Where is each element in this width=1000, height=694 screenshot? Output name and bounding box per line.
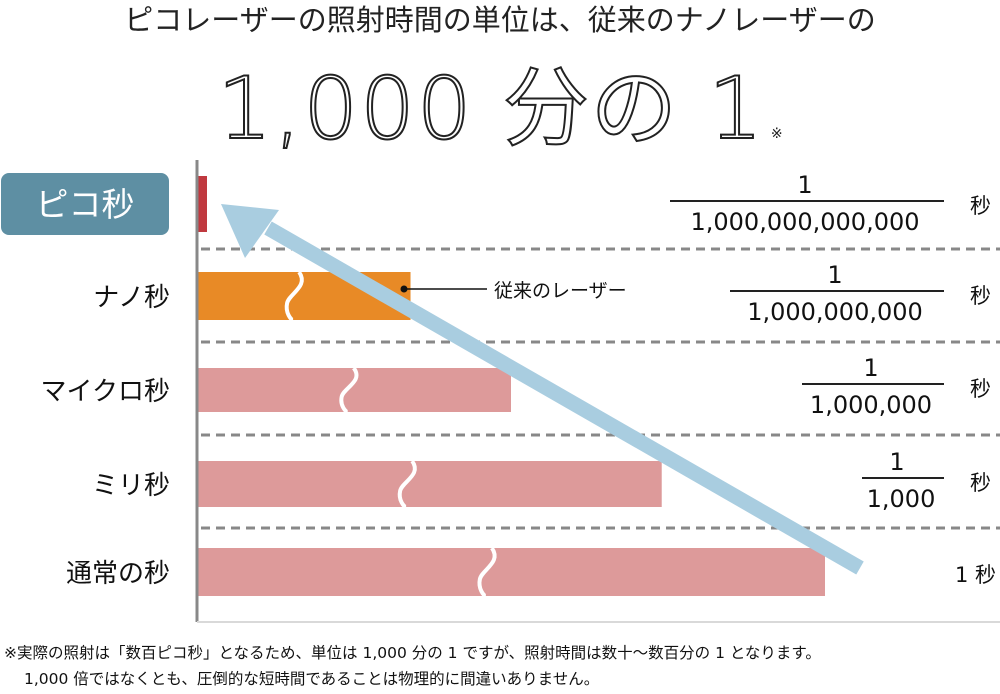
highlight-label-box [1, 173, 169, 235]
arrow-shaft [264, 221, 864, 575]
axis-break-mark [339, 366, 359, 414]
fraction-numerator-1: 1 [797, 171, 812, 199]
axis-break-mark [284, 270, 304, 322]
category-label-1: ピコ秒 [36, 185, 135, 224]
unit-label-1: 秒 [970, 194, 991, 218]
unit-label-3: 秒 [970, 377, 991, 401]
fraction-denominator-3: 1,000,000 [810, 391, 932, 419]
axis-break-mark [397, 459, 417, 509]
fraction-numerator-2: 1 [827, 261, 842, 289]
annotation-label: 従来のレーザー [494, 280, 627, 302]
unit-label-5: 1 秒 [955, 563, 996, 587]
big-ratio-text: 1,000 分の 1 ※ [0, 38, 1000, 163]
footnote: ※実際の照射は「数百ピコ秒」となるため、単位は 1,000 分の 1 ですが、照… [4, 640, 821, 692]
fraction-numerator-4: 1 [889, 448, 904, 476]
category-label-3: マイクロ秒 [41, 377, 170, 407]
fraction-denominator-1: 1,000,000,000,000 [690, 208, 919, 236]
category-label-4: ミリ秒 [92, 471, 170, 501]
footnote-line-2: 1,000 倍ではなくとも、圧倒的な短時間であることは物理的に間違いありません。 [24, 670, 600, 688]
ratio-value: 1,000 分の 1 [216, 58, 765, 160]
bar-1 [197, 176, 207, 232]
category-label-2: ナノ秒 [93, 283, 170, 313]
footnote-line-1: ※実際の照射は「数百ピコ秒」となるため、単位は 1,000 分の 1 ですが、照… [4, 644, 821, 662]
fraction-denominator-4: 1,000 [867, 485, 936, 513]
note-mark: ※ [770, 126, 783, 142]
headline: ピコレーザーの照射時間の単位は、従来のナノレーザーの [124, 3, 876, 37]
category-label-5: 通常の秒 [66, 559, 170, 589]
bar-4 [197, 461, 662, 507]
fraction-numerator-3: 1 [863, 354, 878, 382]
bar-3 [197, 368, 511, 412]
fraction-denominator-2: 1,000,000,000 [747, 298, 923, 326]
direction-arrow [221, 204, 864, 575]
arrow-head [221, 204, 279, 258]
axis-break-mark [477, 546, 497, 598]
unit-label-2: 秒 [970, 284, 991, 308]
unit-label-4: 秒 [970, 471, 991, 495]
bar-5 [197, 548, 825, 596]
